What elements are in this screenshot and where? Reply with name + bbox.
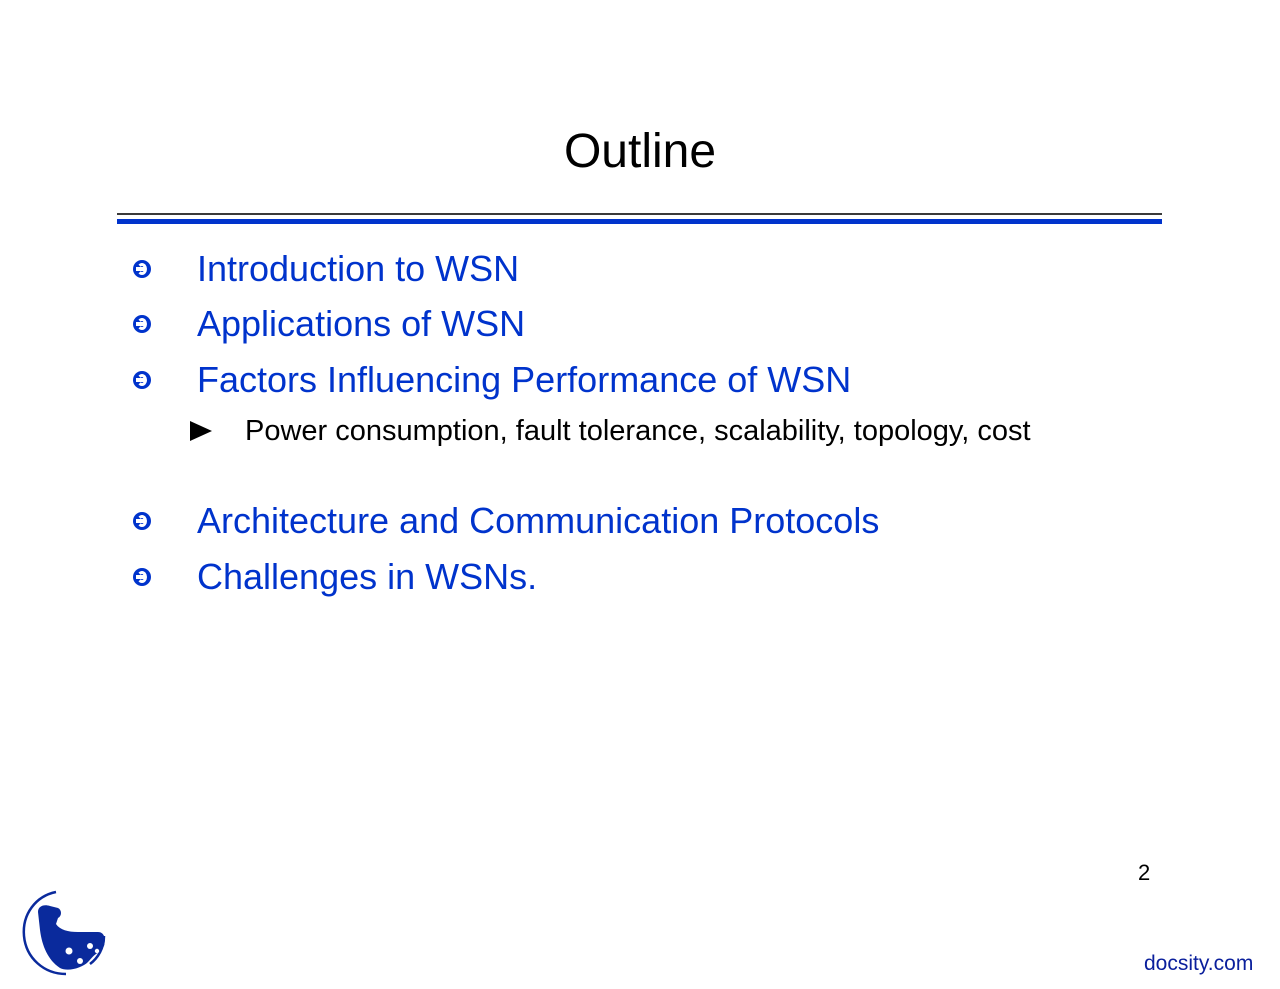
page-number: 2 <box>1138 860 1151 885</box>
docsity-link[interactable]: docsity.com <box>1144 952 1254 975</box>
title-divider-thick <box>117 219 1162 224</box>
slide-title: Outline <box>563 125 717 178</box>
outline-item-label: Factors Influencing Performance of WSN <box>197 359 852 400</box>
outline-item-label: Architecture and Communication Protocols <box>197 500 880 541</box>
triangle-right-icon <box>190 421 212 441</box>
circle-arrow-right-icon <box>133 315 151 333</box>
docsity-logo-icon <box>18 888 108 978</box>
outline-sub-item-label: Power consumption, fault tolerance, scal… <box>245 415 1031 447</box>
outline-item-label: Applications of WSN <box>197 303 526 344</box>
outline-item-label: Challenges in WSNs. <box>197 556 538 597</box>
outline-item-label: Introduction to WSN <box>197 248 520 289</box>
circle-arrow-right-icon <box>133 260 151 278</box>
title-divider-thin <box>117 213 1162 215</box>
circle-arrow-right-icon <box>133 568 151 586</box>
circle-arrow-right-icon <box>133 371 151 389</box>
circle-arrow-right-icon <box>133 512 151 530</box>
